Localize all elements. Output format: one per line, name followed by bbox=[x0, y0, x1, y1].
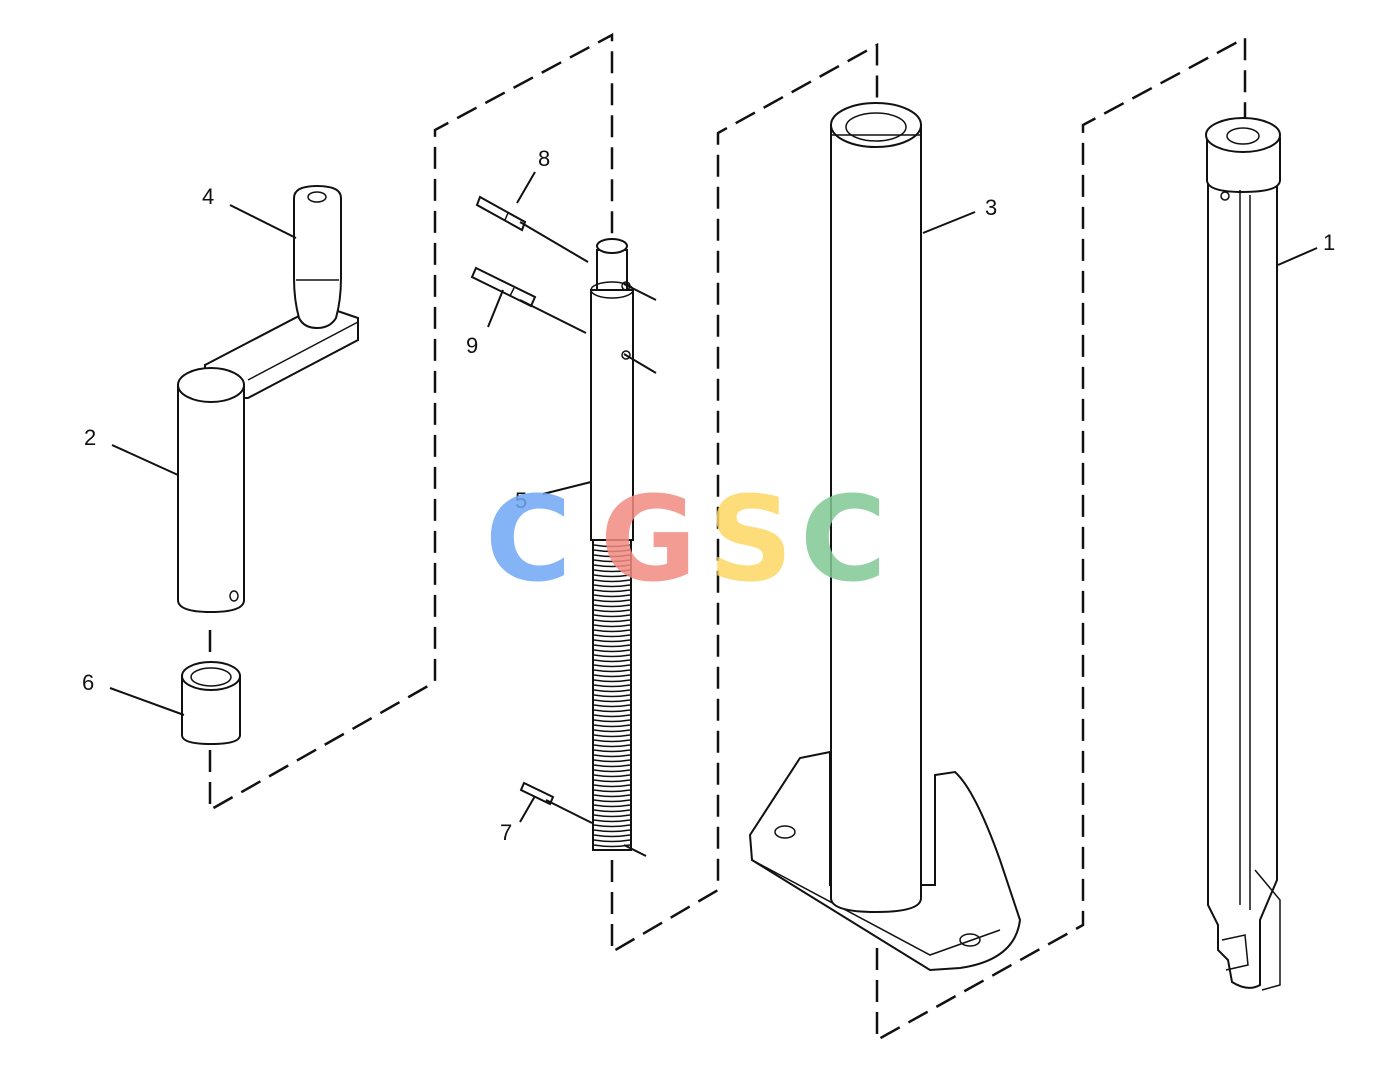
thread-line bbox=[593, 729, 631, 733]
thread-line bbox=[593, 759, 631, 763]
thread-line bbox=[593, 824, 631, 828]
thread-line bbox=[593, 794, 631, 798]
thread-line bbox=[593, 574, 631, 578]
thread-line bbox=[593, 724, 631, 728]
pin-9 bbox=[470, 266, 537, 308]
thread-line bbox=[593, 594, 631, 598]
lead-screw bbox=[590, 238, 634, 851]
thread-line bbox=[593, 664, 631, 668]
thread-line bbox=[593, 699, 631, 703]
callout-8: 8 bbox=[538, 146, 550, 171]
callout-labels: 1 2 3 4 5 6 7 8 9 bbox=[82, 146, 1335, 845]
thread-line bbox=[593, 639, 631, 643]
thread-line bbox=[593, 629, 631, 633]
watermark-logo: C G S C bbox=[485, 470, 887, 608]
thread-line bbox=[593, 644, 631, 648]
thread-line bbox=[593, 809, 631, 813]
callout-3: 3 bbox=[985, 195, 997, 220]
thread-line bbox=[593, 749, 631, 753]
thread-line bbox=[593, 804, 631, 808]
thread-line bbox=[593, 779, 631, 783]
thread-line bbox=[593, 669, 631, 673]
thread-line bbox=[593, 789, 631, 793]
thread-line bbox=[593, 774, 631, 778]
thread-line bbox=[593, 549, 631, 553]
bushing bbox=[181, 661, 241, 746]
callout-9: 9 bbox=[466, 333, 478, 358]
thread-line bbox=[593, 769, 631, 773]
pin-7 bbox=[519, 781, 555, 806]
callout-5: 5 bbox=[515, 488, 527, 513]
thread-line bbox=[593, 719, 631, 723]
thread-line bbox=[593, 744, 631, 748]
thread-line bbox=[593, 704, 631, 708]
callout-2: 2 bbox=[84, 425, 96, 450]
watermark-letter-2: G bbox=[600, 470, 697, 608]
thread-line bbox=[593, 694, 631, 698]
thread-line bbox=[593, 679, 631, 683]
thread-line bbox=[593, 734, 631, 738]
watermark-letter-1: C bbox=[485, 470, 572, 608]
thread-line bbox=[593, 714, 631, 718]
screw-thread bbox=[593, 544, 631, 848]
crank-handle bbox=[177, 184, 359, 614]
thread-line bbox=[593, 599, 631, 603]
callout-7: 7 bbox=[500, 820, 512, 845]
thread-line bbox=[593, 584, 631, 588]
leader-lines bbox=[109, 171, 1318, 857]
thread-line bbox=[593, 554, 631, 558]
outer-tube bbox=[748, 102, 1022, 972]
thread-line bbox=[593, 684, 631, 688]
callout-1: 1 bbox=[1323, 230, 1335, 255]
thread-line bbox=[593, 819, 631, 823]
thread-line bbox=[593, 589, 631, 593]
thread-line bbox=[593, 649, 631, 653]
thread-line bbox=[593, 754, 631, 758]
callout-6: 6 bbox=[82, 670, 94, 695]
watermark-letter-4: C bbox=[800, 470, 887, 608]
thread-line bbox=[593, 689, 631, 693]
thread-line bbox=[593, 604, 631, 608]
thread-line bbox=[593, 634, 631, 638]
watermark-letter-3: S bbox=[708, 470, 793, 608]
thread-line bbox=[593, 544, 631, 548]
thread-line bbox=[593, 569, 631, 573]
thread-line bbox=[593, 709, 631, 713]
pin-8 bbox=[475, 195, 527, 232]
thread-line bbox=[593, 814, 631, 818]
callout-4: 4 bbox=[202, 184, 214, 209]
thread-line bbox=[593, 619, 631, 623]
thread-line bbox=[593, 829, 631, 833]
thread-line bbox=[593, 659, 631, 663]
inner-slide-tube bbox=[1205, 117, 1281, 991]
thread-line bbox=[593, 674, 631, 678]
thread-line bbox=[593, 614, 631, 618]
thread-line bbox=[593, 839, 631, 843]
thread-line bbox=[593, 559, 631, 563]
thread-line bbox=[593, 834, 631, 838]
thread-line bbox=[593, 784, 631, 788]
thread-line bbox=[593, 609, 631, 613]
thread-line bbox=[593, 624, 631, 628]
thread-line bbox=[593, 799, 631, 803]
thread-line bbox=[593, 654, 631, 658]
thread-line bbox=[593, 579, 631, 583]
thread-line bbox=[593, 564, 631, 568]
thread-line bbox=[593, 739, 631, 743]
thread-line bbox=[593, 764, 631, 768]
